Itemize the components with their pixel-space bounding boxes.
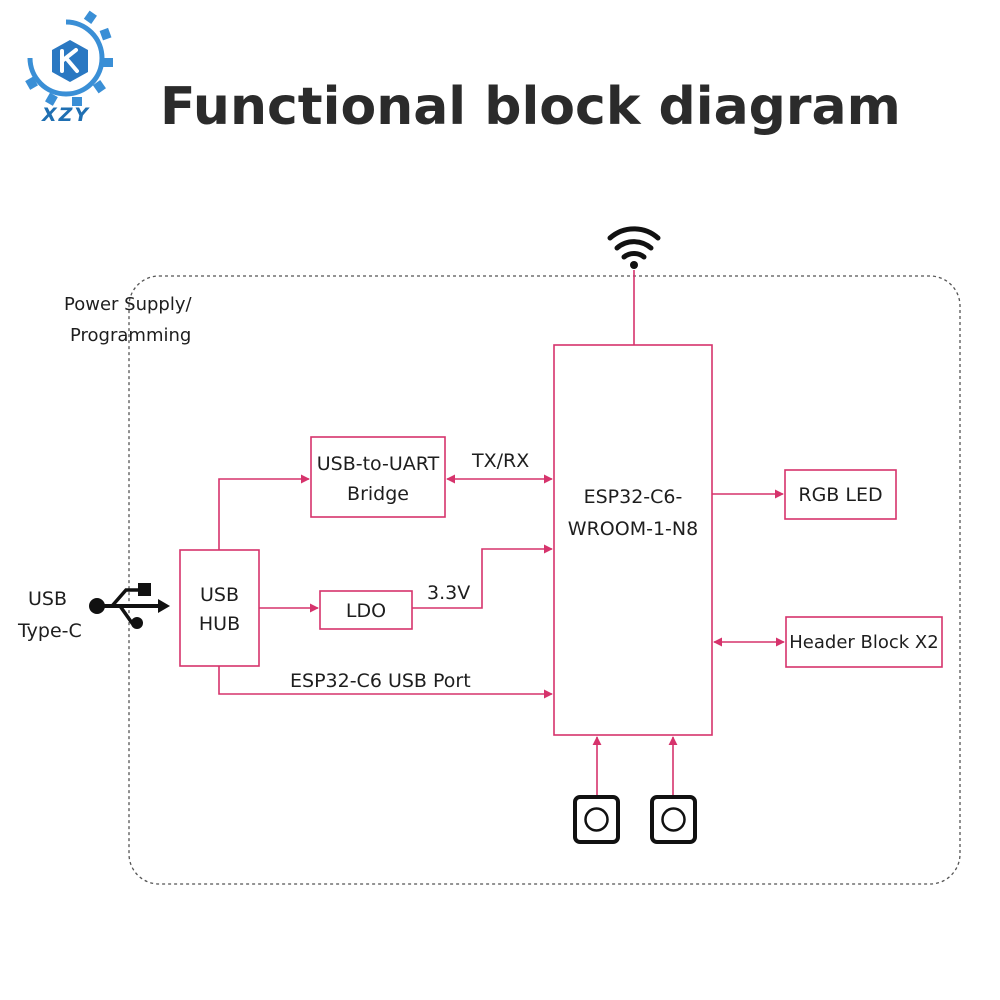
- usb-hub-box: [179, 549, 260, 667]
- txrx-label: TX/RX: [471, 450, 529, 472]
- header-block-box: [785, 616, 943, 668]
- usb-hub-label-line1: USB: [200, 584, 239, 606]
- group-label-line2: Programming: [70, 325, 191, 346]
- ldo-box: [319, 590, 413, 630]
- usb-typec-label-line2: Type-C: [17, 620, 82, 642]
- usb-hub-label-line2: HUB: [199, 613, 240, 635]
- voltage-label: 3.3V: [427, 582, 470, 604]
- page-title: Functional block diagram: [160, 77, 901, 137]
- esp32-c6-module-box: [553, 344, 713, 736]
- wifi-icon: [607, 226, 661, 269]
- usb-port-label: ESP32-C6 USB Port: [290, 670, 471, 692]
- uart-label-line1: USB-to-UART: [317, 453, 440, 475]
- rgb-led-box: [784, 469, 897, 520]
- mcu-label-line1: ESP32-C6-: [584, 486, 683, 508]
- rgb-led-label: RGB LED: [798, 484, 882, 506]
- mcu-label-line2: WROOM-1-N8: [568, 518, 698, 540]
- gear-logo-icon: [25, 10, 113, 106]
- usb-to-uart-bridge-box: [310, 436, 446, 518]
- ldo-label: LDO: [346, 600, 386, 622]
- usb-typec-label-line1: USB: [28, 588, 67, 610]
- brand-logo: XZY: [25, 10, 113, 126]
- usb-port-arrow: [218, 666, 553, 699]
- push-button-icon: [650, 795, 697, 844]
- group-label-line1: Power Supply/: [64, 294, 192, 315]
- power-supply-group-boundary: [128, 275, 961, 885]
- uart-label-line2: Bridge: [347, 483, 409, 505]
- header-block-label: Header Block X2: [789, 632, 938, 653]
- logo-text: XZY: [41, 104, 90, 126]
- ldo-to-mcu-arrow: [412, 544, 553, 609]
- push-button-icon: [573, 795, 620, 844]
- hub-to-uart-arrow: [218, 474, 310, 550]
- usb-icon: [89, 583, 170, 629]
